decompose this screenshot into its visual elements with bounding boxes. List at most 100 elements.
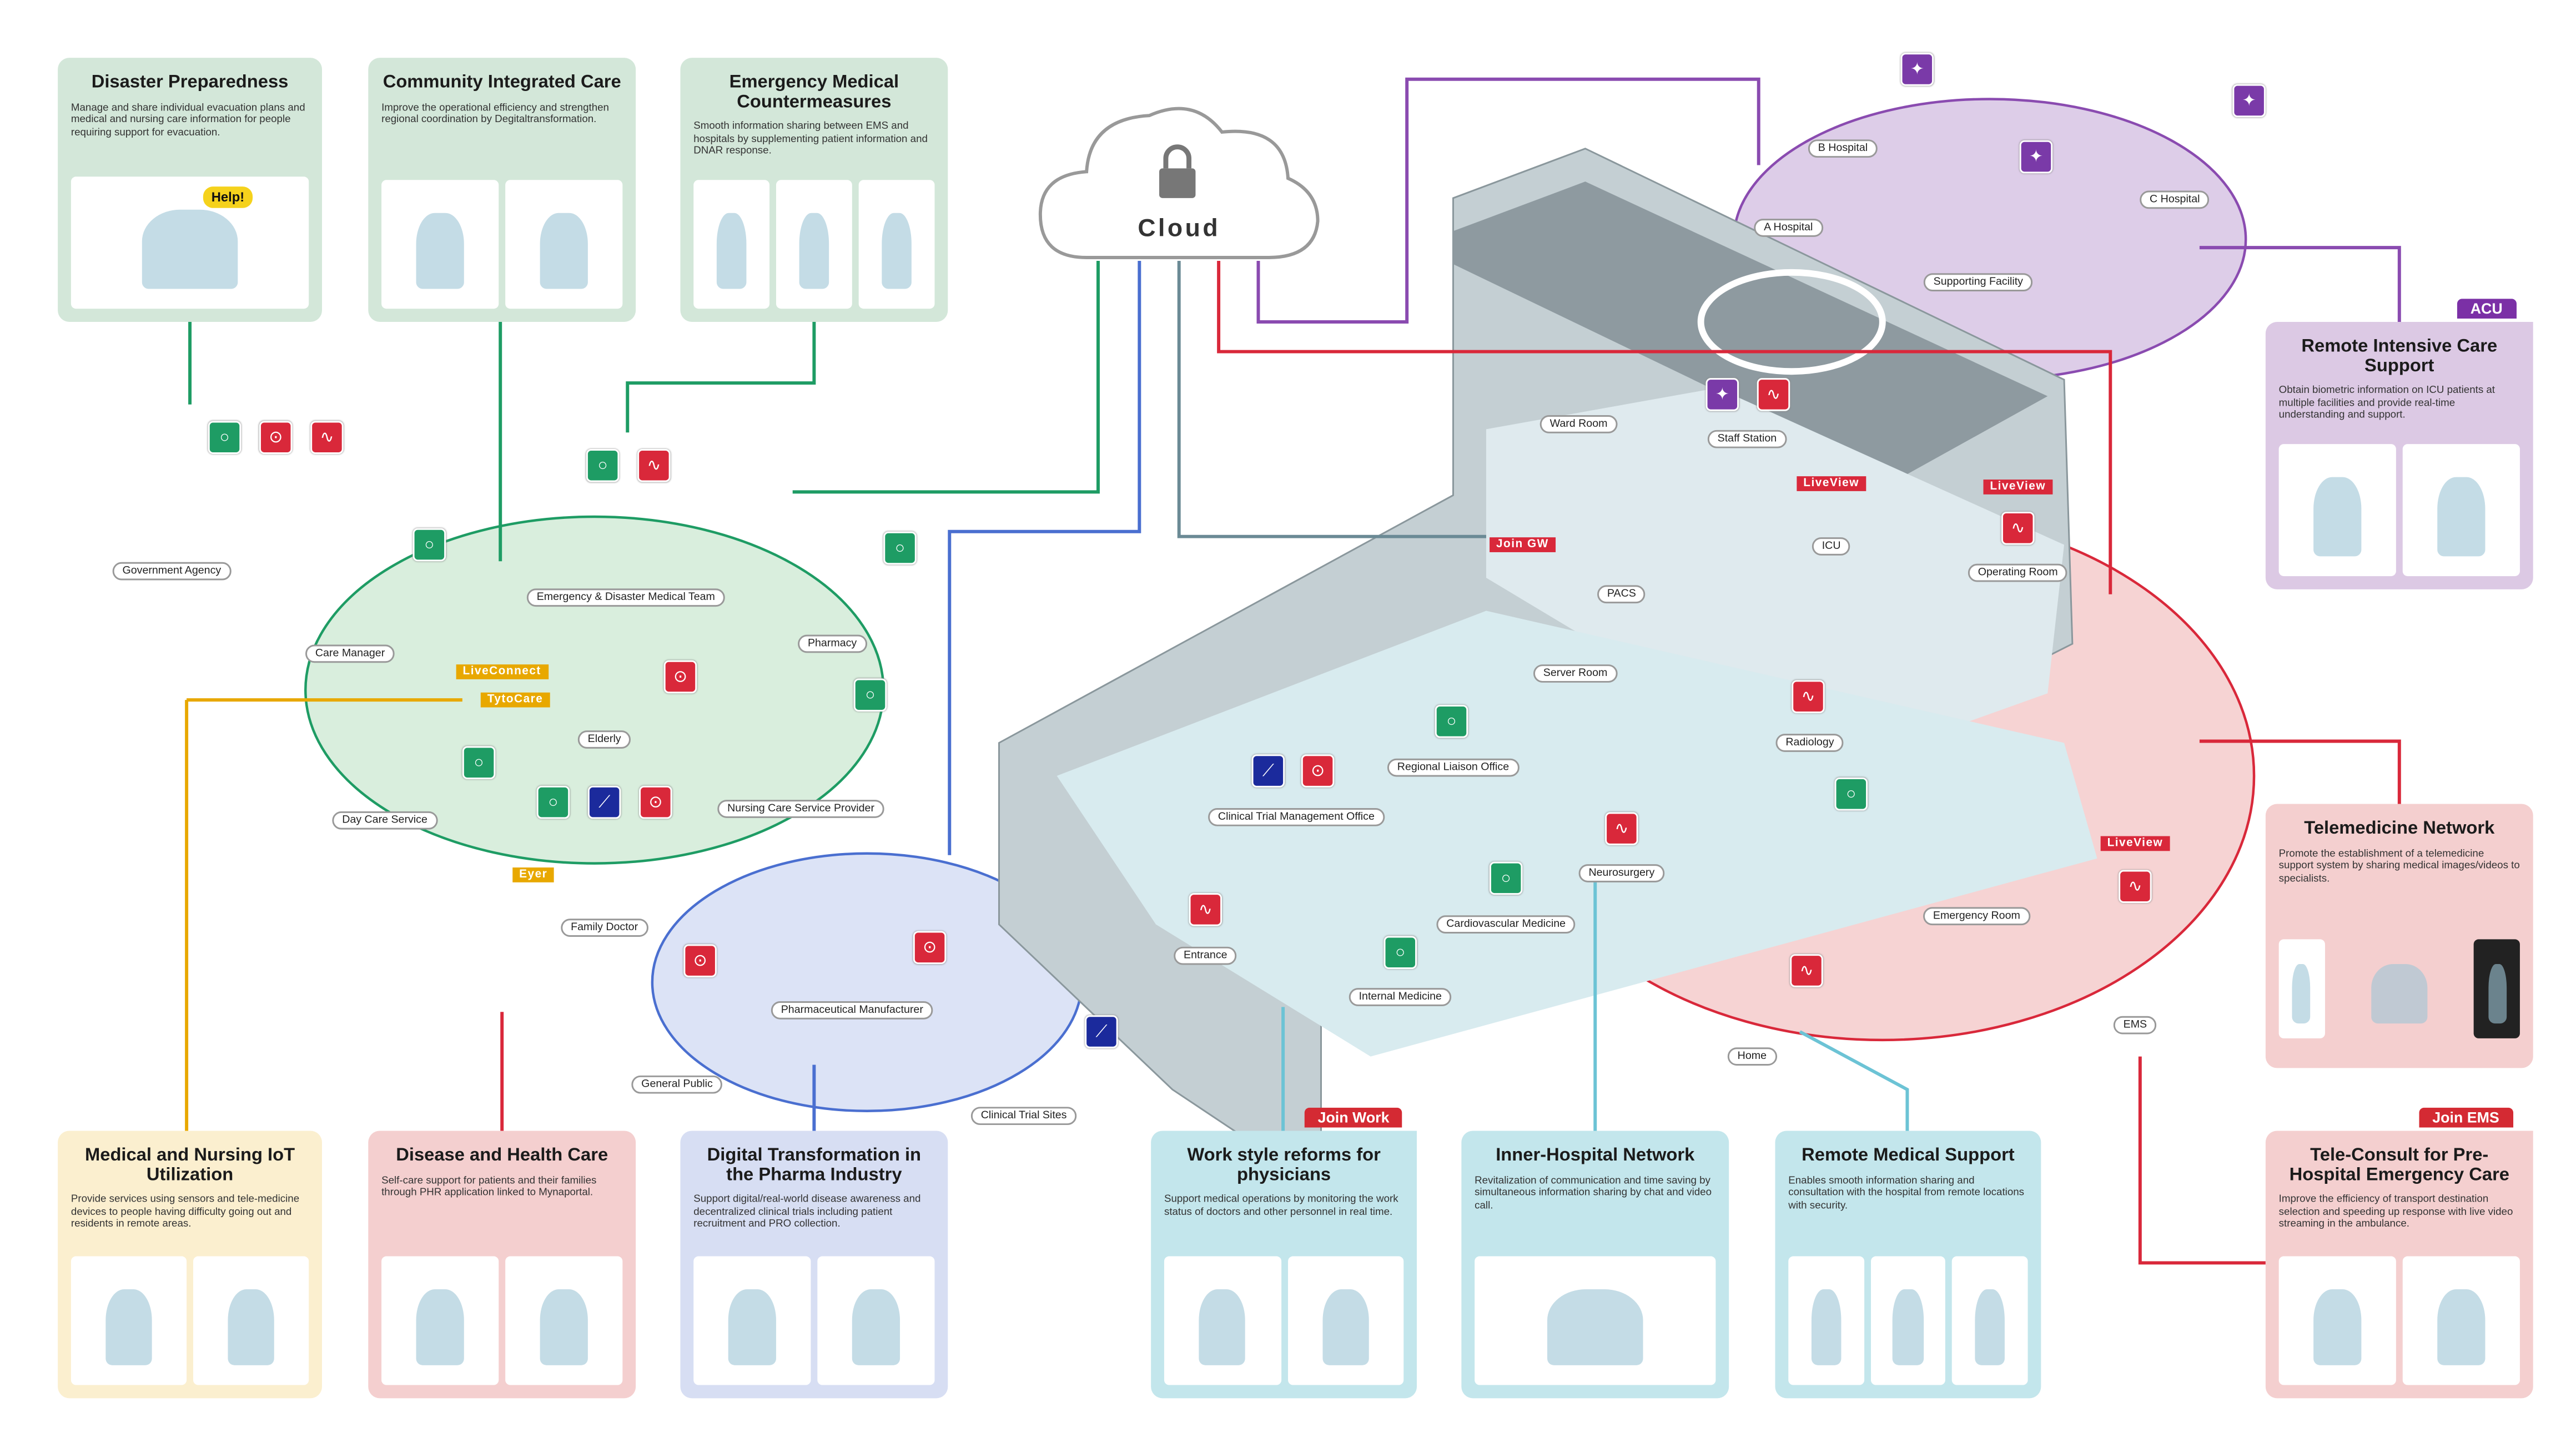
hospital-lower-floor xyxy=(1056,611,2097,1057)
card-text: Enables smooth information sharing and c… xyxy=(1788,1174,2025,1212)
sos-icon: ⊙ xyxy=(683,944,717,977)
acu-icon: ✦ xyxy=(1900,53,1934,86)
card-tele-consult: Tele-Consult for Pre-Hospital Emergency … xyxy=(2265,1131,2533,1399)
place-supporting-facility: Supporting Facility xyxy=(1923,273,2033,291)
card-illustration xyxy=(71,1256,309,1385)
join-gw-tag: Join GW xyxy=(1490,537,1556,552)
place-elderly: Elderly xyxy=(577,730,631,749)
liveview-wave-icon: ∿ xyxy=(310,421,344,454)
join-app-icon: ○ xyxy=(1489,861,1523,895)
cloud-shape xyxy=(1038,107,1320,259)
card-title: Work style reforms for physicians xyxy=(1187,1146,1381,1185)
join-ems-tag: Join EMS xyxy=(2419,1107,2513,1128)
card-text: Support digital/real-world disease aware… xyxy=(693,1193,921,1230)
place-government-agency: Government Agency xyxy=(112,562,232,581)
room-cardiovascular: Cardiovascular Medicine xyxy=(1436,915,1576,934)
card-disaster-preparedness: Disaster Preparedness Manage and share i… xyxy=(58,58,323,322)
place-home: Home xyxy=(1727,1047,1777,1066)
place-day-care-service: Day Care Service xyxy=(332,811,437,830)
card-title: Digital Transformation in the Pharma Ind… xyxy=(707,1146,922,1185)
lock-icon xyxy=(1159,144,1196,198)
help-speech-bubble: Help! xyxy=(203,186,253,208)
card-text: Promote the establishment of a telemedic… xyxy=(2278,847,2520,885)
card-text: Smooth information sharing between EMS a… xyxy=(693,120,928,158)
clinical-trial-icon: ⟋ xyxy=(1251,754,1285,788)
card-illustration xyxy=(1475,1256,1716,1385)
liveview-wave-icon: ∿ xyxy=(2001,512,2035,545)
card-title: Disease and Health Care xyxy=(396,1146,608,1166)
place-c-hospital: C Hospital xyxy=(2140,190,2210,209)
card-illustration xyxy=(1164,1256,1404,1385)
helipad xyxy=(1697,269,1886,375)
sos-icon: ⊙ xyxy=(913,931,947,965)
card-inner-hospital-network: Inner-Hospital Network Revitalization of… xyxy=(1461,1131,1729,1399)
place-care-manager: Care Manager xyxy=(305,644,395,663)
acu-icon: ✦ xyxy=(2232,84,2266,118)
place-family-doctor: Family Doctor xyxy=(561,919,648,937)
join-app-icon: ○ xyxy=(853,678,887,712)
eyer-tag: Eyer xyxy=(512,867,555,882)
room-regional-liaison: Regional Liaison Office xyxy=(1387,758,1520,777)
card-title: Tele-Consult for Pre-Hospital Emergency … xyxy=(2289,1146,2510,1185)
card-remote-intensive-care: Remote Intensive Care Support Obtain bio… xyxy=(2265,322,2533,589)
room-neurosurgery: Neurosurgery xyxy=(1578,864,1665,882)
card-emergency-medical-countermeasures: Emergency Medical Countermeasures Smooth… xyxy=(680,58,948,322)
liveconnect-tag: LiveConnect xyxy=(456,664,548,679)
liveview-wave-icon: ∿ xyxy=(1792,680,1825,713)
card-iot-utilization: Medical and Nursing IoT Utilization Prov… xyxy=(58,1131,323,1399)
liveview-wave-icon: ∿ xyxy=(2119,870,2152,903)
liveview-tag: LiveView xyxy=(2100,836,2170,851)
card-illustration xyxy=(381,1256,623,1385)
card-text: Manage and share individual evacuation p… xyxy=(71,101,305,138)
acu-icon: ✦ xyxy=(1705,378,1739,411)
card-title: Community Integrated Care xyxy=(383,72,621,93)
join-work-tag: Join Work xyxy=(1304,1107,1403,1128)
hospital-upper-floor xyxy=(1486,387,2064,776)
place-ems: EMS xyxy=(2113,1016,2157,1035)
card-text: Improve the operational efficiency and s… xyxy=(381,101,609,126)
room-clinical-trial-office: Clinical Trial Management Office xyxy=(1208,808,1385,826)
room-operating: Operating Room xyxy=(1968,563,2068,582)
card-text: Obtain biometric information on ICU pati… xyxy=(2278,385,2496,422)
card-illustration xyxy=(381,180,623,309)
room-pacs: PACS xyxy=(1597,585,1646,604)
join-app-icon: ○ xyxy=(412,528,446,562)
liveview-wave-icon: ∿ xyxy=(637,449,671,482)
card-remote-medical-support: Remote Medical Support Enables smooth in… xyxy=(1775,1131,2041,1399)
card-title: Emergency Medical Countermeasures xyxy=(729,72,899,112)
card-illustration xyxy=(2278,939,2520,1038)
cloud: Cloud xyxy=(1037,96,1321,261)
liveview-tag: LiveView xyxy=(1797,476,1866,491)
card-text: Self-care support for patients and their… xyxy=(381,1174,597,1199)
card-illustration xyxy=(693,180,935,309)
sos-icon: ⊙ xyxy=(639,785,672,819)
join-app-icon: ○ xyxy=(1383,936,1417,969)
card-community-integrated-care: Community Integrated Care Improve the op… xyxy=(368,58,636,322)
card-illustration xyxy=(71,176,309,309)
card-text: Provide services using sensors and tele-… xyxy=(71,1193,300,1230)
card-title: Medical and Nursing IoT Utilization xyxy=(84,1146,295,1185)
card-illustration xyxy=(2278,444,2520,577)
place-disaster-medical-team: Emergency & Disaster Medical Team xyxy=(526,588,725,607)
clinical-trial-icon: ⟋ xyxy=(587,785,621,819)
card-title: Disaster Preparedness xyxy=(91,72,289,93)
room-server: Server Room xyxy=(1533,664,1618,683)
liveview-wave-icon: ∿ xyxy=(1790,954,1823,987)
card-illustration xyxy=(693,1256,935,1385)
liveview-wave-icon: ∿ xyxy=(1189,893,1222,926)
join-app-icon: ○ xyxy=(586,449,620,482)
liveview-tag: LiveView xyxy=(1983,480,2052,495)
join-app-icon: ○ xyxy=(1435,705,1468,738)
room-emergency: Emergency Room xyxy=(1923,907,2030,926)
hospital-roof xyxy=(1453,181,2048,479)
sos-icon: ⊙ xyxy=(663,660,697,694)
card-work-style-reforms: Work style reforms for physicians Suppor… xyxy=(1151,1131,1417,1399)
liveview-wave-icon: ∿ xyxy=(1757,378,1790,411)
card-illustration xyxy=(1788,1256,2028,1385)
place-general-public: General Public xyxy=(631,1075,723,1094)
cloud-label: Cloud xyxy=(1138,214,1221,243)
tytocare-tag: TytoCare xyxy=(480,692,550,708)
card-title: Remote Medical Support xyxy=(1802,1146,2015,1166)
card-text: Support medical operations by monitoring… xyxy=(1164,1193,1398,1218)
join-app-icon: ○ xyxy=(462,746,496,779)
